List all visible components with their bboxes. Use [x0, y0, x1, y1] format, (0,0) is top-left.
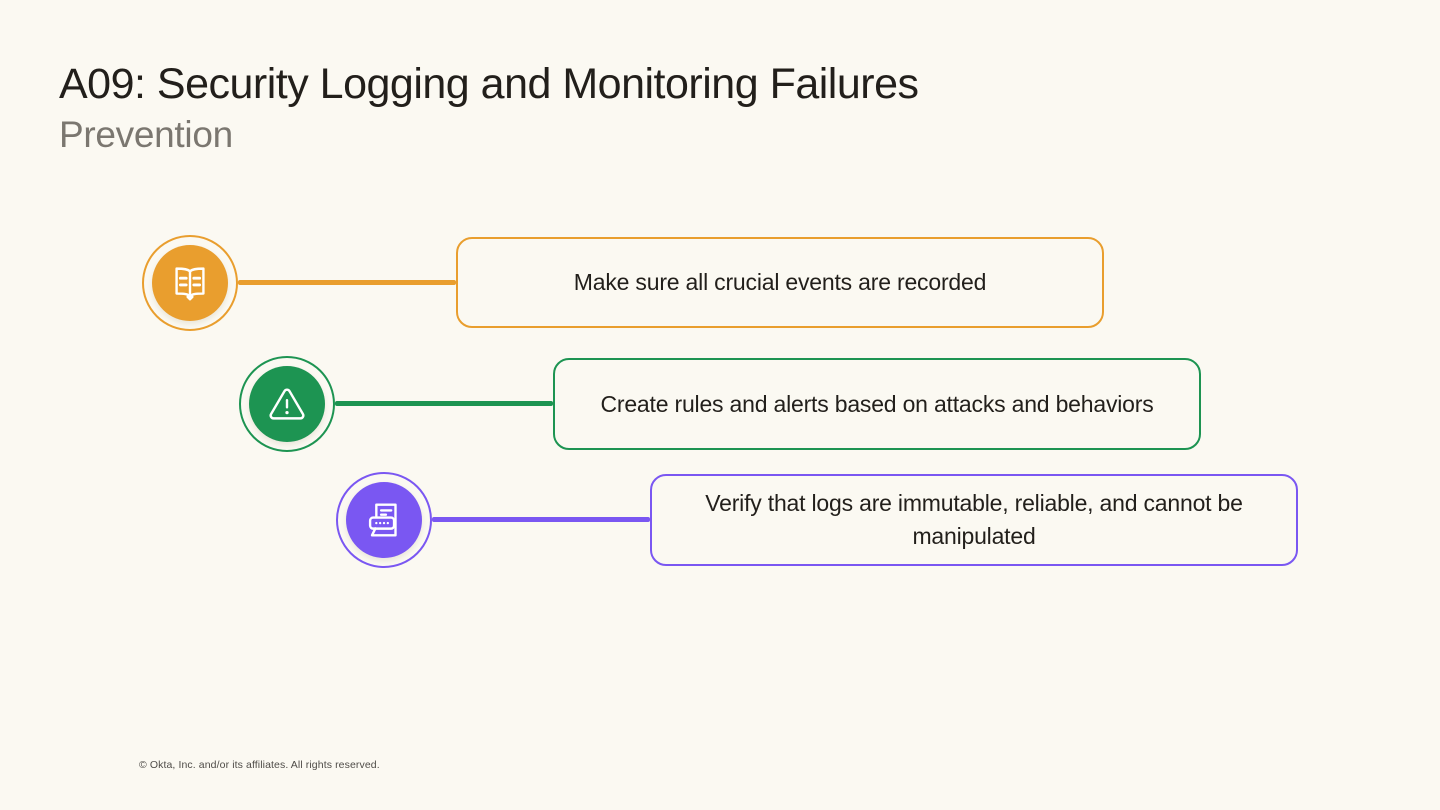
callout-box: Make sure all crucial events are recorde… — [456, 237, 1104, 328]
warning-triangle-icon — [249, 366, 325, 442]
copyright-notice: © Okta, Inc. and/or its affiliates. All … — [139, 759, 380, 771]
callout-box: Create rules and alerts based on attacks… — [553, 358, 1201, 450]
connector-line — [432, 517, 650, 522]
connector-line — [238, 280, 456, 285]
open-book-icon — [152, 245, 228, 321]
callout-text: Verify that logs are immutable, reliable… — [705, 490, 1243, 549]
open-book-icon-badge — [142, 235, 238, 331]
page-subtitle: Prevention — [59, 114, 233, 156]
slide-header: A09: Security Logging and Monitoring Fai… — [59, 60, 919, 156]
log-document-icon — [346, 482, 422, 558]
warning-triangle-icon-badge — [239, 356, 335, 452]
page-title: A09: Security Logging and Monitoring Fai… — [59, 60, 919, 108]
connector-line — [335, 401, 553, 406]
callout-text: Create rules and alerts based on attacks… — [600, 390, 1154, 417]
callout-text: Make sure all crucial events are recorde… — [573, 269, 987, 296]
callout-box: Verify that logs are immutable, reliable… — [650, 474, 1298, 566]
log-document-icon-badge — [336, 472, 432, 568]
